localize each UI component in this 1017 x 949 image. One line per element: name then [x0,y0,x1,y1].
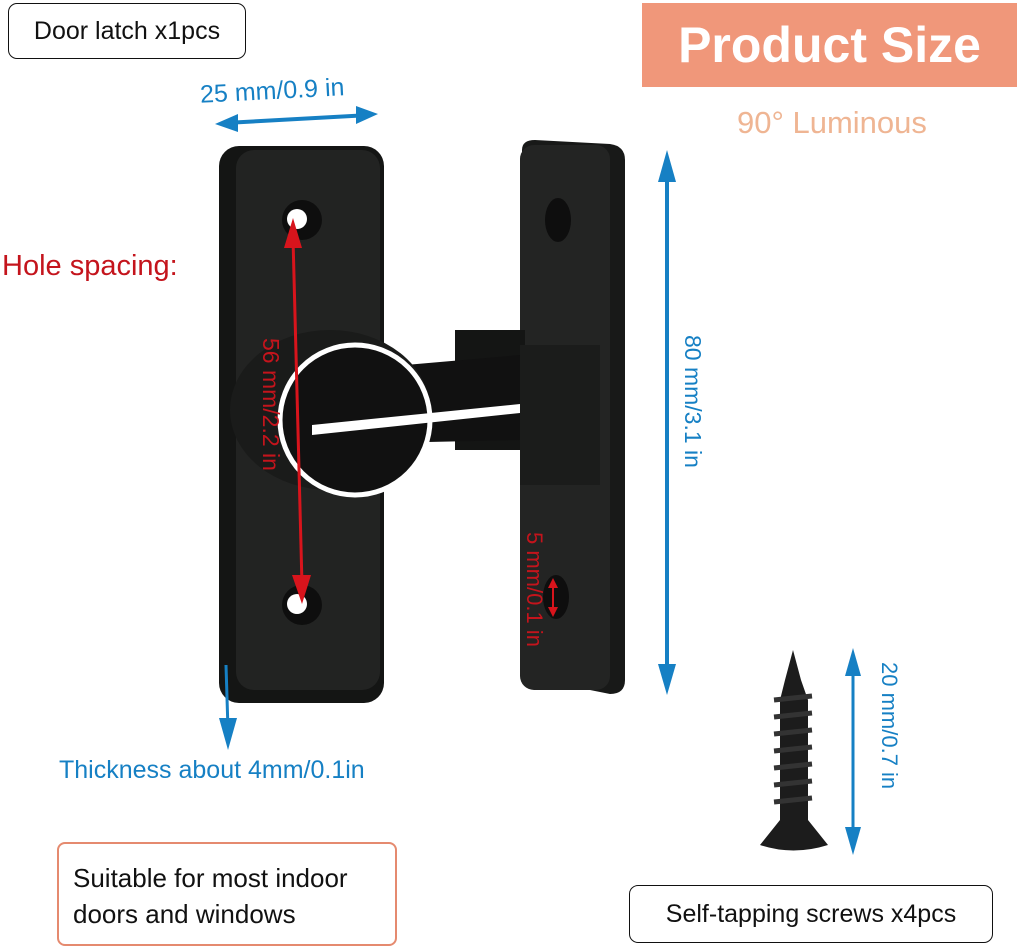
product-subtitle: 90° Luminous [737,105,927,140]
thickness-arrow-icon [219,664,237,750]
suitability-line-2: doors and windows [73,899,296,929]
height-dimension: 80 mm/3.1 in [680,335,706,468]
height-arrow-icon [658,150,676,695]
product-size-banner: Product Size [642,3,1017,87]
thickness-label: Thickness about 4mm/0.1in [59,756,365,784]
hole-diameter-arrow-icon [548,578,558,617]
screw-icon [760,650,828,851]
hole-spacing-arrow-icon [284,218,311,604]
suitability-line-1: Suitable for most indoor [73,863,348,893]
screws-quantity-text: Self-tapping screws x4pcs [665,899,957,928]
door-latch-quantity-label: Door latch x1pcs [8,3,246,59]
width-arrow-icon [215,106,378,132]
hole-diameter-dimension: 5 mm/0.1 in [522,532,547,647]
page-title: Product Size [678,17,981,73]
door-latch-quantity-text: Door latch x1pcs [33,16,221,45]
hole-spacing-label: Hole spacing: [2,250,178,282]
screw-length-arrow-icon [845,648,861,855]
hole-spacing-dimension: 56 mm/2.2 in [258,338,284,471]
latch-arm-icon [230,330,600,498]
screw-length-dimension: 20 mm/0.7 in [877,662,902,790]
screws-quantity-label: Self-tapping screws x4pcs [629,885,993,943]
suitability-note: Suitable for most indoor doors and windo… [57,842,397,946]
